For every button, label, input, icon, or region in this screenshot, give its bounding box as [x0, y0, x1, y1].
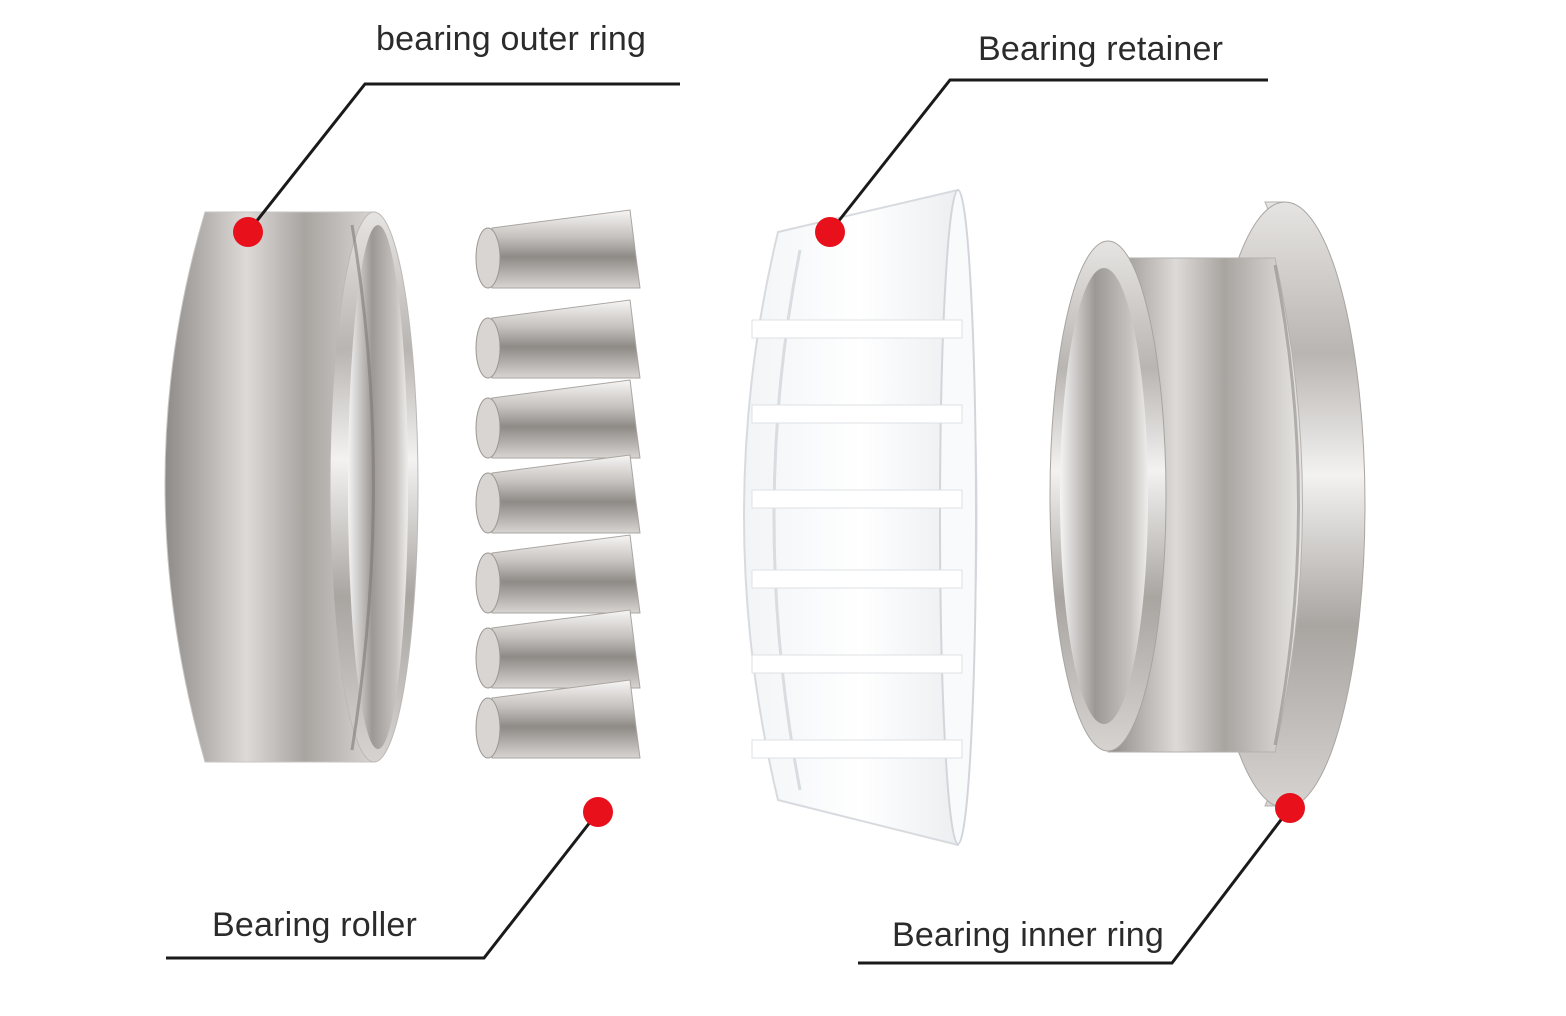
cage-bar-3 [751, 489, 963, 509]
bearing-retainer-part [743, 188, 978, 847]
roller-6 [475, 609, 641, 689]
markers [233, 217, 1305, 827]
outer-ring-part [164, 211, 419, 763]
roller-3 [475, 379, 641, 459]
roller-2 [475, 299, 641, 379]
cage-bar-5 [751, 654, 963, 674]
roller-1 [475, 209, 641, 289]
cage-bar-4 [751, 569, 963, 589]
marker-dot-inner-ring [1275, 793, 1305, 823]
leader-line-inner-ring [858, 807, 1292, 965]
cage-bar-1 [751, 319, 963, 339]
bearing-rollers-part [475, 209, 641, 759]
label-retainer: Bearing retainer [978, 30, 1224, 68]
cage-bar-6 [751, 739, 963, 759]
label-roller: Bearing roller [212, 906, 418, 944]
roller-5 [475, 534, 641, 614]
marker-dot-retainer [815, 217, 845, 247]
roller-4 [475, 454, 641, 534]
cage-bar-2 [751, 404, 963, 424]
leader-line-roller [166, 811, 600, 960]
inner-ring-part [1049, 201, 1366, 809]
roller-7 [475, 679, 641, 759]
label-inner-ring: Bearing inner ring [892, 916, 1164, 954]
leader-lines [166, 78, 1292, 965]
marker-dot-roller [583, 797, 613, 827]
leader-line-retainer [828, 78, 1268, 233]
leader-line-outer-ring [246, 82, 680, 233]
marker-dot-outer-ring [233, 217, 263, 247]
retainer-cage-bars [751, 319, 963, 759]
label-outer-ring: bearing outer ring [376, 20, 647, 58]
